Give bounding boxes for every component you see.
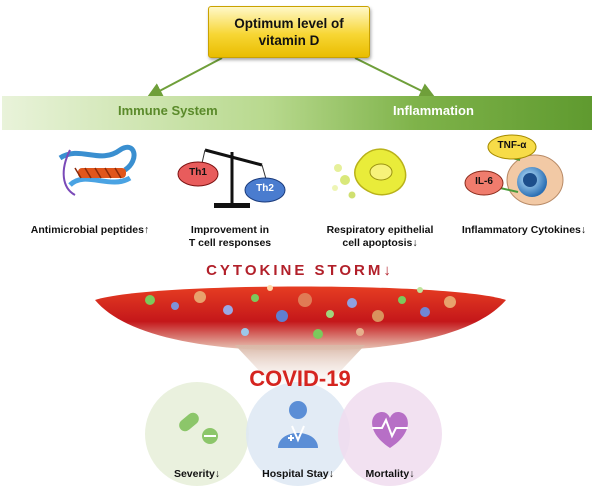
protein-icon — [58, 145, 137, 196]
inflammation-label: Inflammation — [393, 103, 474, 118]
effect-caption-2-line1: Improvement in — [190, 224, 270, 236]
th2-ellipse — [244, 177, 286, 203]
effect-caption-2: Improvement in T cell responses — [175, 224, 285, 250]
effect-caption-3-line2: cell apoptosis↓ — [342, 237, 418, 249]
covid-title: COVID-19 — [249, 366, 351, 391]
arrow-right — [354, 57, 436, 98]
funnel-cone — [235, 345, 365, 395]
immune-cell-icon — [499, 154, 564, 206]
arrow-left — [146, 57, 223, 98]
pill-icon — [179, 412, 218, 444]
th1-label: Th1 — [189, 167, 207, 178]
tnf-ellipse — [487, 134, 537, 160]
effect-caption-3-line1: Respiratory epithelial — [326, 224, 434, 236]
cytokine-storm-title: CYTOKINE STORM↓ — [206, 262, 394, 279]
tnf-alpha-label: TNF-α — [497, 140, 527, 151]
outcome-label-hospital: Hospital Stay↓ — [262, 468, 334, 480]
outcome-circle-severity — [145, 382, 249, 486]
doctor-icon — [278, 401, 318, 448]
outcome-label-mortality: Mortality↓ — [365, 468, 415, 480]
th2-label: Th2 — [256, 183, 274, 194]
il6-label: IL-6 — [475, 176, 493, 187]
vitamin-d-text: Optimum level of vitamin D — [234, 16, 344, 48]
effect-caption-4-line1: Inflammatory Cytokines↓ — [461, 224, 587, 236]
effect-caption-3: Respiratory epithelial cell apoptosis↓ — [305, 224, 455, 250]
il6-ellipse — [464, 170, 504, 196]
outcome-label-severity: Severity↓ — [173, 468, 221, 480]
effect-caption-1: Antimicrobial peptides↑ — [20, 224, 160, 237]
effect-caption-4: Inflammatory Cytokines↓ — [450, 224, 598, 237]
effect-caption-2-line2: T cell responses — [188, 237, 272, 249]
storm-particles — [145, 285, 456, 339]
category-band — [2, 96, 592, 130]
balance-scale-icon — [199, 148, 269, 208]
th1-ellipse — [177, 161, 219, 187]
immune-system-label: Immune System — [118, 103, 218, 118]
epithelial-cell-icon — [332, 148, 407, 199]
heart-pulse-icon — [372, 412, 408, 448]
vitamin-d-box: Optimum level of vitamin D — [208, 6, 370, 58]
effect-caption-1-line1: Antimicrobial peptides↑ — [30, 224, 150, 236]
